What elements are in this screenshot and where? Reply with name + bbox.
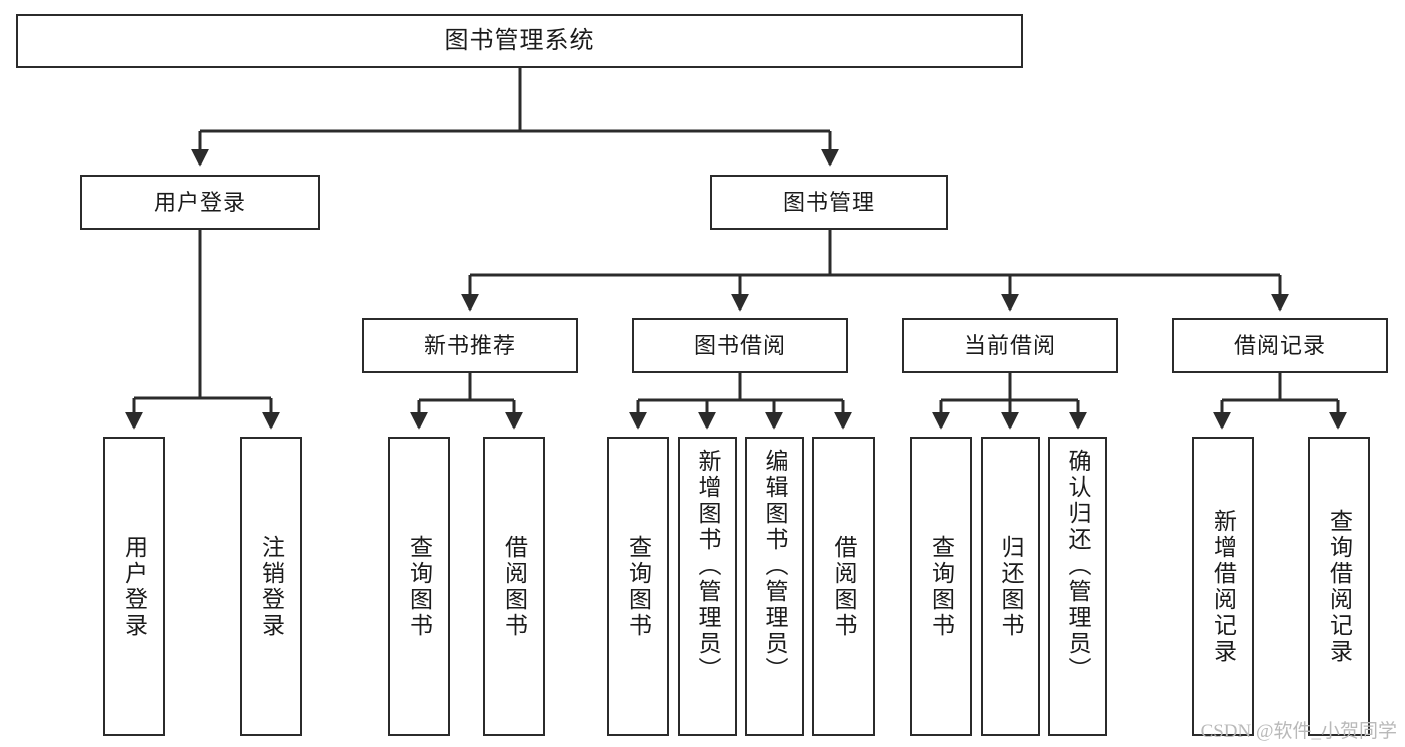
leaf-add-borrowing-record[interactable]: 新增借阅记录	[1192, 437, 1254, 736]
node-book-management[interactable]: 图书管理	[710, 175, 948, 230]
node-label: 查询借阅记录	[1326, 508, 1353, 665]
node-label: 查询图书	[406, 534, 433, 639]
leaf-query-borrowing-record[interactable]: 查询借阅记录	[1308, 437, 1370, 736]
node-label: 编辑图书（管理员）	[762, 449, 788, 683]
leaf-borrow-books-borrowing[interactable]: 借阅图书	[812, 437, 875, 736]
node-label: 查询图书	[625, 534, 652, 639]
node-label: 新增图书（管理员）	[695, 449, 721, 683]
leaf-edit-book-admin[interactable]: 编辑图书（管理员）	[745, 437, 804, 736]
node-label: 用户登录	[121, 534, 148, 639]
leaf-query-books-recommendation[interactable]: 查询图书	[388, 437, 450, 736]
node-label: 查询图书	[928, 534, 955, 639]
leaf-return-books[interactable]: 归还图书	[981, 437, 1040, 736]
node-label: 图书借阅	[693, 332, 786, 358]
node-label: 借阅图书	[501, 534, 528, 639]
node-label: 注销登录	[258, 534, 285, 639]
node-borrowing-records[interactable]: 借阅记录	[1172, 318, 1388, 373]
leaf-user-login[interactable]: 用户登录	[103, 437, 165, 736]
leaf-add-book-admin[interactable]: 新增图书（管理员）	[678, 437, 737, 736]
node-label: 新增借阅记录	[1210, 508, 1237, 665]
node-label: 借阅图书	[831, 534, 857, 639]
node-new-book-recommendation[interactable]: 新书推荐	[362, 318, 578, 373]
node-current-borrowing[interactable]: 当前借阅	[902, 318, 1118, 373]
node-label: 图书管理	[782, 189, 875, 215]
leaf-query-books-current[interactable]: 查询图书	[910, 437, 972, 736]
node-label: 归还图书	[998, 534, 1024, 639]
watermark-text: CSDN @软件_小贺同学	[1200, 721, 1397, 742]
node-root-book-management-system[interactable]: 图书管理系统	[16, 14, 1023, 68]
node-label: 图书管理系统	[444, 26, 595, 54]
node-book-borrowing[interactable]: 图书借阅	[632, 318, 848, 373]
node-label: 确认归还（管理员）	[1065, 449, 1091, 683]
leaf-logout[interactable]: 注销登录	[240, 437, 302, 736]
leaf-query-books-borrowing[interactable]: 查询图书	[607, 437, 669, 736]
node-label: 用户登录	[153, 189, 246, 215]
node-label: 借阅记录	[1233, 332, 1326, 358]
node-label: 新书推荐	[423, 332, 516, 358]
leaf-confirm-return-admin[interactable]: 确认归还（管理员）	[1048, 437, 1107, 736]
node-label: 当前借阅	[963, 332, 1056, 358]
leaf-borrow-books-recommendation[interactable]: 借阅图书	[483, 437, 545, 736]
node-user-login[interactable]: 用户登录	[80, 175, 320, 230]
